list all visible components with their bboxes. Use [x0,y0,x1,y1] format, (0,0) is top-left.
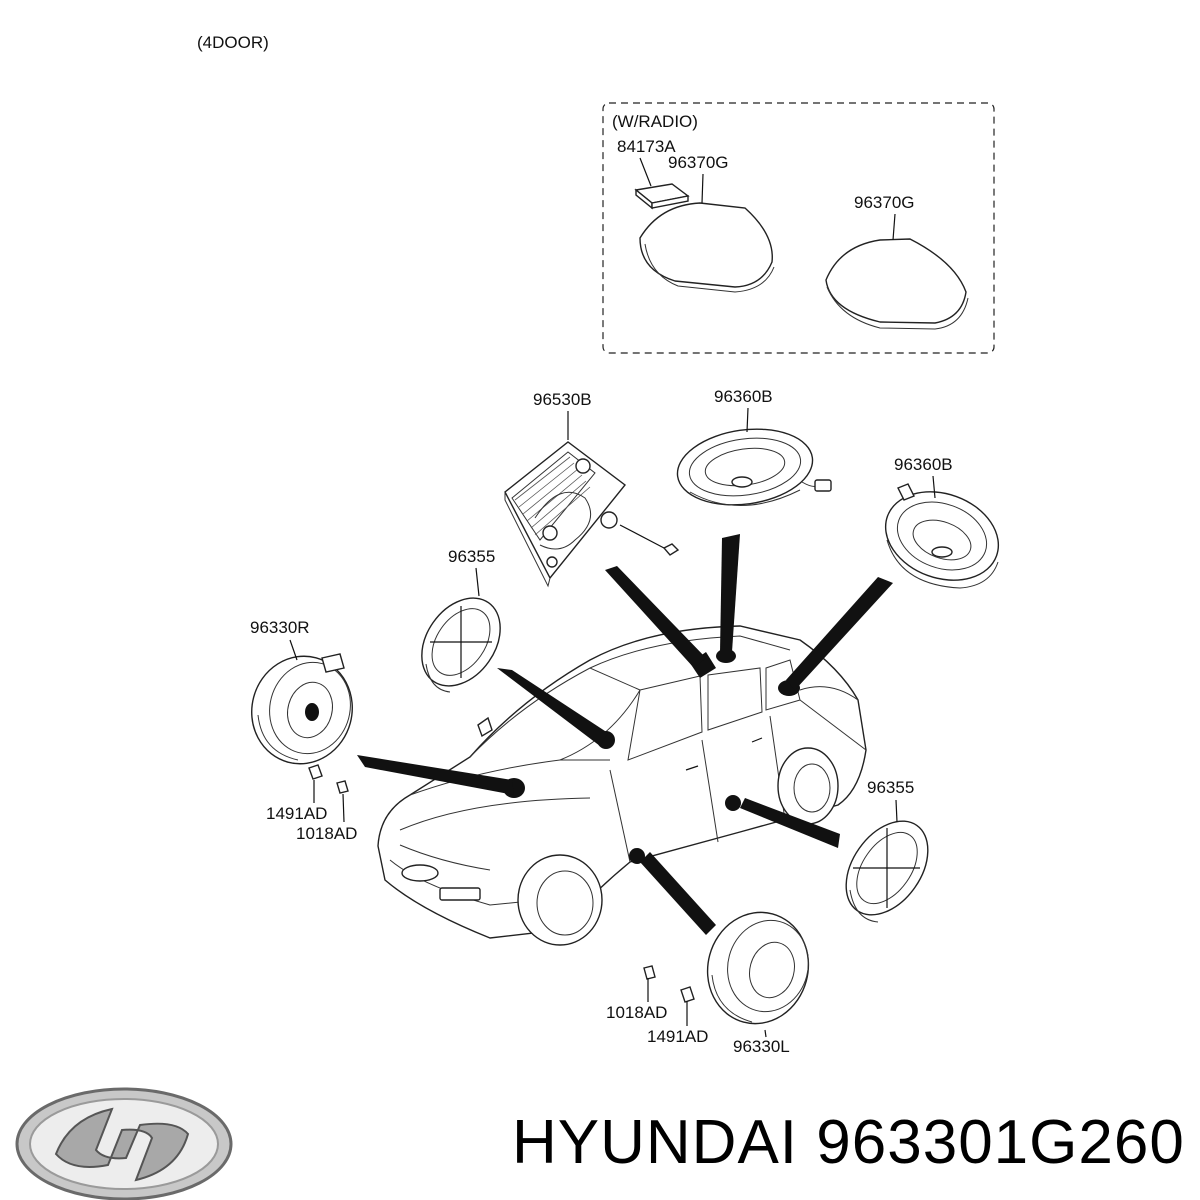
rear-speaker-right-96360b [884,483,1000,589]
part-number: 963301G260 [816,1108,1185,1177]
pad-84173a [634,183,690,210]
variant-label: (4DOOR) [197,33,269,52]
brand-name: HYUNDAI [512,1108,799,1177]
mat-96370g-left [639,202,775,293]
label-rear-speaker-center: 96360B [714,387,773,406]
inset-part-96370g-left: 96370G [668,153,729,172]
inset-part-84173a: 84173A [617,137,676,156]
label-front-speaker-left: 96330L [733,1037,790,1056]
label-clip-lower: 1491AD [647,1027,708,1046]
radio-inset: (W/RADIO) 84173A 96370G 96370G [602,102,995,354]
label-front-speaker-right: 96330R [250,618,310,637]
label-front-grille-right: 96355 [867,778,914,797]
front-speaker-right-96330r [251,653,353,794]
amplifier-96530b [504,441,680,588]
label-rear-speaker-right: 96360B [894,455,953,474]
mat-96370g-right [825,238,969,330]
label-bolt-lower: 1018AD [606,1003,667,1022]
front-grille-left-96355 [421,597,501,693]
inset-title: (W/RADIO) [612,112,698,131]
front-speaker-left-96330l [643,911,810,1025]
footer-part-title: HYUNDAI 963301G260 [512,1103,1192,1183]
location-markers [357,534,893,935]
label-bolt-upper: 1018AD [296,824,357,843]
inset-part-96370g-right: 96370G [854,193,915,212]
label-clip-upper: 1491AD [266,804,327,823]
rear-speaker-center-96360b [676,428,832,506]
car-sedan [377,625,867,946]
label-front-grille-left: 96355 [448,547,495,566]
front-grille-right-96355 [845,820,929,923]
hyundai-logo-icon [15,1087,233,1200]
label-amplifier: 96530B [533,390,592,409]
